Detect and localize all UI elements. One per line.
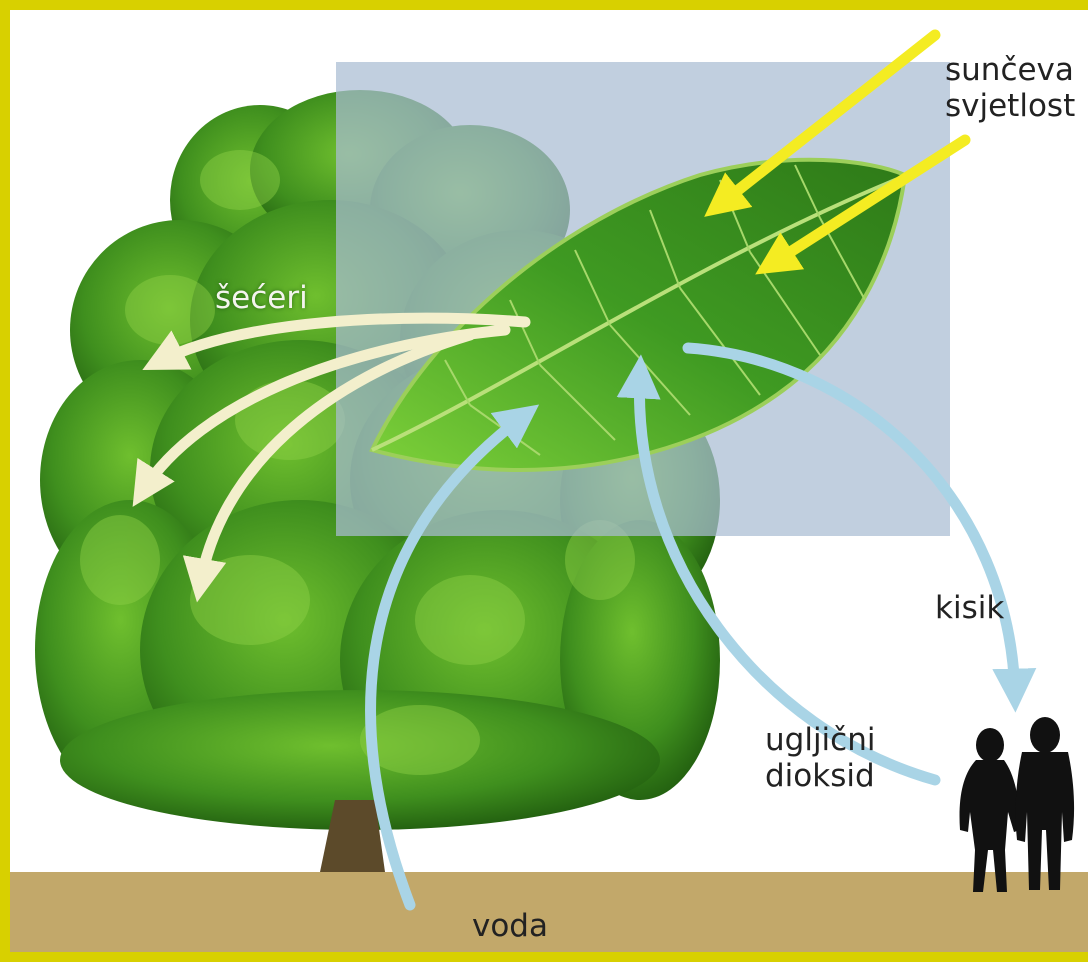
sunlight-label-line-2: svjetlost — [945, 88, 1088, 124]
man-silhouette — [1016, 717, 1074, 890]
ground — [10, 872, 1088, 952]
sunlight-label-line-1: sunčeva — [945, 52, 1088, 88]
woman-silhouette — [960, 728, 1020, 892]
water-label: voda — [472, 908, 548, 944]
people-silhouettes — [960, 717, 1075, 892]
sugars-label: šećeri — [215, 280, 308, 316]
carbon-dioxide-label-line-2: dioksid — [765, 758, 875, 794]
photosynthesis-scene: sunčeva svjetlost šećeri kisik ugljični … — [10, 10, 1088, 952]
carbon-dioxide-label: ugljični dioksid — [765, 722, 875, 794]
oxygen-label: kisik — [935, 590, 1004, 626]
sunlight-label: sunčeva svjetlost — [945, 52, 1088, 124]
carbon-dioxide-label-line-1: ugljični — [765, 722, 875, 758]
photosynthesis-diagram — [10, 10, 1088, 952]
